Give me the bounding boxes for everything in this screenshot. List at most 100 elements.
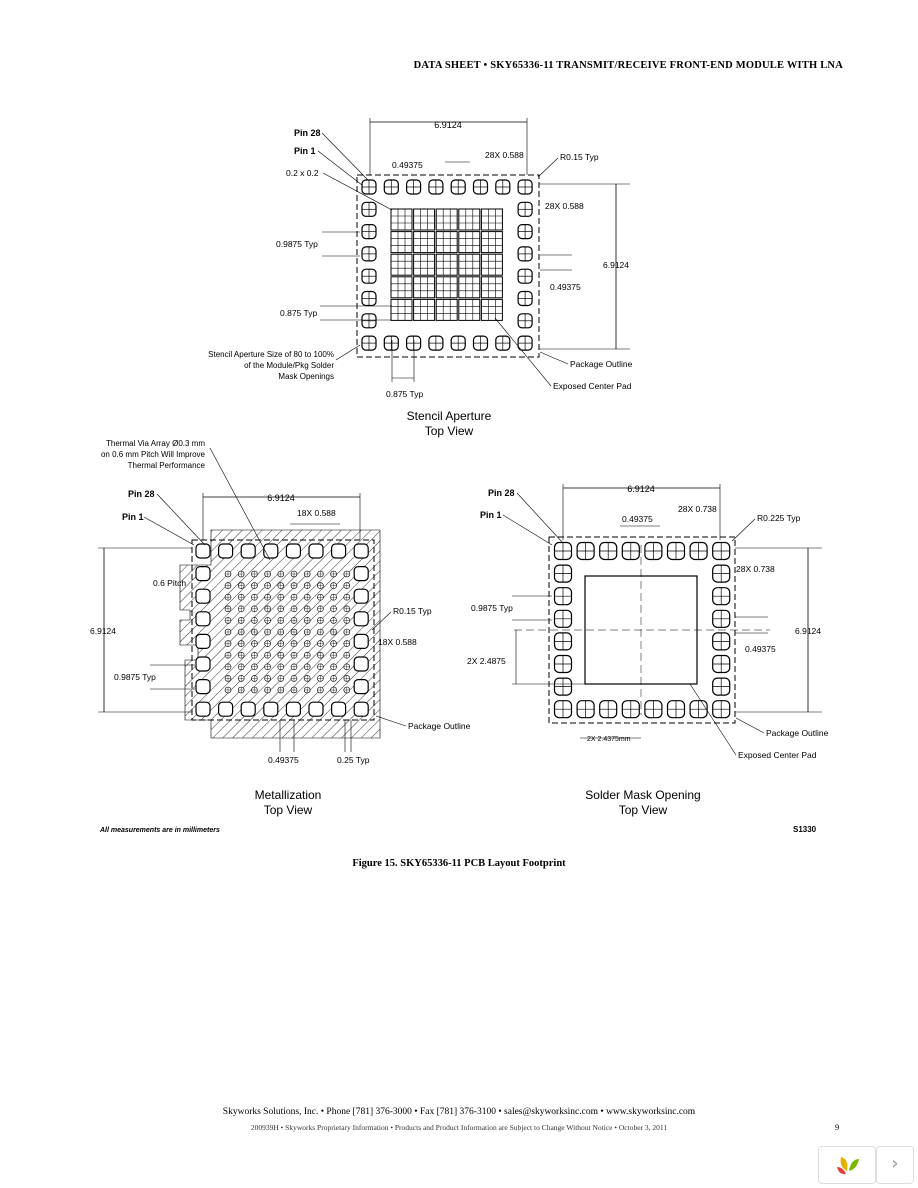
metallization-pads bbox=[195, 543, 369, 717]
metal-pad bbox=[331, 701, 347, 717]
stencil-aperture-block bbox=[435, 253, 458, 276]
stencil-width-dim: 6.9124 bbox=[434, 120, 462, 130]
stencil-aperture-block bbox=[390, 298, 413, 321]
metal-pad bbox=[195, 611, 211, 627]
metal-pad bbox=[195, 543, 211, 559]
mask-2x-h-label: 2X 2.4375mm bbox=[587, 736, 631, 743]
metal-pad bbox=[195, 588, 211, 604]
metal-height-dim: 6.9124 bbox=[90, 626, 116, 636]
metal-pin1-label: Pin 1 bbox=[122, 512, 144, 522]
stencil-outline-label: Package Outline bbox=[570, 359, 633, 369]
stencil-aperture-block bbox=[390, 208, 413, 231]
metal-pad bbox=[285, 543, 301, 559]
figure-caption: Figure 15. SKY65336-11 PCB Layout Footpr… bbox=[352, 858, 566, 869]
metal-title-1: Metallization bbox=[255, 788, 322, 802]
stencil-aperture-block bbox=[390, 231, 413, 254]
stencil-aperture-block bbox=[480, 231, 503, 254]
stencil-aperture-block bbox=[413, 276, 436, 299]
metal-pad bbox=[240, 543, 256, 559]
stencil-aperture-block bbox=[390, 253, 413, 276]
metal-pitch-label: 0.6 Pitch bbox=[153, 578, 186, 588]
stencil-title-2: Top View bbox=[425, 424, 474, 438]
solder-mask-view: 6.9124 Pin 28 Pin 1 0.49375 28X 0.738 R0… bbox=[467, 484, 829, 817]
metal-pad bbox=[353, 588, 369, 604]
next-page-button[interactable]: › bbox=[876, 1146, 914, 1184]
stencil-aperture-block bbox=[458, 276, 481, 299]
stencil-aperture-block bbox=[413, 253, 436, 276]
measurement-note: All measurements are in millimeters bbox=[99, 827, 220, 834]
stencil-center-label: Exposed Center Pad bbox=[553, 381, 632, 391]
leaf-logo-icon bbox=[837, 1157, 859, 1175]
stencil-height-dim: 6.9124 bbox=[603, 260, 629, 270]
metallization-via-array bbox=[224, 570, 351, 694]
mask-title-2: Top View bbox=[619, 803, 668, 817]
mask-pin28-label: Pin 28 bbox=[488, 488, 515, 498]
footer-contact: Skyworks Solutions, Inc. • Phone [781] 3… bbox=[222, 1107, 696, 1117]
stencil-pad28b-label: 28X 0.588 bbox=[545, 201, 584, 211]
stencil-aperture-block bbox=[435, 276, 458, 299]
stencil-pad28-label: 28X 0.588 bbox=[485, 150, 524, 160]
metal-pad bbox=[308, 543, 324, 559]
mask-height-dim: 6.9124 bbox=[795, 626, 821, 636]
stencil-aperture-block bbox=[413, 208, 436, 231]
viewer-logo-button[interactable] bbox=[818, 1146, 876, 1184]
stencil-pin1-label: Pin 1 bbox=[294, 146, 316, 156]
metal-via-note-1: Thermal Via Array Ø0.3 mm bbox=[106, 439, 205, 448]
metal-pad bbox=[285, 701, 301, 717]
metal-pad bbox=[195, 633, 211, 650]
stencil-aperture-block bbox=[458, 231, 481, 254]
stencil-title-1: Stencil Aperture bbox=[407, 409, 492, 423]
metal-pad bbox=[195, 678, 211, 695]
mask-center-label: Exposed Center Pad bbox=[738, 750, 817, 760]
drawing-id: S1330 bbox=[793, 825, 817, 834]
metal-title-2: Top View bbox=[264, 803, 313, 817]
stencil-center-apertures bbox=[390, 208, 503, 321]
metal-typ2-label: 0.25 Typ bbox=[337, 755, 370, 765]
metal-pad bbox=[218, 543, 234, 559]
metal-radius-label: R0.15 Typ bbox=[393, 606, 432, 616]
mask-width-dim: 6.9124 bbox=[627, 484, 655, 494]
metal-pad bbox=[353, 633, 369, 650]
stencil-aperture-block bbox=[458, 253, 481, 276]
stencil-aperture-block bbox=[480, 253, 503, 276]
stencil-note-line1: Stencil Aperture Size of 80 to 100% bbox=[208, 350, 334, 359]
metal-pad bbox=[353, 656, 369, 672]
metal-pad bbox=[195, 701, 211, 717]
metal-pad bbox=[353, 701, 369, 717]
stencil-aperture-block bbox=[435, 298, 458, 321]
stencil-typ1-label: 0.9875 Typ bbox=[276, 239, 318, 249]
metal-pin28-label: Pin 28 bbox=[128, 489, 155, 499]
metallization-view: Thermal Via Array Ø0.3 mm on 0.6 mm Pitc… bbox=[90, 439, 471, 817]
metal-width-dim: 6.9124 bbox=[267, 493, 295, 503]
metal-pad bbox=[195, 565, 211, 582]
metal-pad bbox=[263, 543, 279, 559]
metal-pad bbox=[308, 701, 324, 717]
stencil-aperture-block bbox=[390, 276, 413, 299]
stencil-aperture-block bbox=[413, 298, 436, 321]
stencil-pitch-label: 0.49375 bbox=[392, 160, 423, 170]
mask-title-1: Solder Mask Opening bbox=[585, 788, 700, 802]
metal-pitch2-label: 0.49375 bbox=[268, 755, 299, 765]
metal-via-note-2: on 0.6 mm Pitch Will Improve bbox=[101, 450, 206, 459]
page-number: 9 bbox=[835, 1122, 840, 1132]
metal-via-note-3: Thermal Performance bbox=[128, 461, 206, 470]
metal-pad bbox=[263, 701, 279, 717]
metal-pad bbox=[353, 611, 369, 627]
stencil-radius-label: R0.15 Typ bbox=[560, 152, 599, 162]
mask-pin1-label: Pin 1 bbox=[480, 510, 502, 520]
mask-pad28b-label: 28X 0.738 bbox=[736, 564, 775, 574]
stencil-aperture-block bbox=[435, 208, 458, 231]
stencil-aperture-block bbox=[480, 276, 503, 299]
stencil-aperture-block bbox=[480, 208, 503, 231]
stencil-pitch2-label: 0.49375 bbox=[550, 282, 581, 292]
stencil-aperture-block bbox=[413, 231, 436, 254]
pcb-layout-footprint-figure: 6.9124 Pin 28 Pin 1 0.2 x 0.2 0.49375 28… bbox=[90, 118, 829, 834]
metal-pad bbox=[353, 543, 369, 559]
stencil-note-line3: Mask Openings bbox=[278, 372, 334, 381]
stencil-note-line2: of the Module/Pkg Solder bbox=[244, 361, 334, 370]
stencil-typ2-label: 0.875 Typ bbox=[280, 308, 317, 318]
stencil-square-label: 0.2 x 0.2 bbox=[286, 168, 319, 178]
metal-pad bbox=[353, 678, 369, 695]
mask-typ-label: 0.9875 Typ bbox=[471, 603, 513, 613]
metal-pad18-label: 18X 0.588 bbox=[297, 508, 336, 518]
